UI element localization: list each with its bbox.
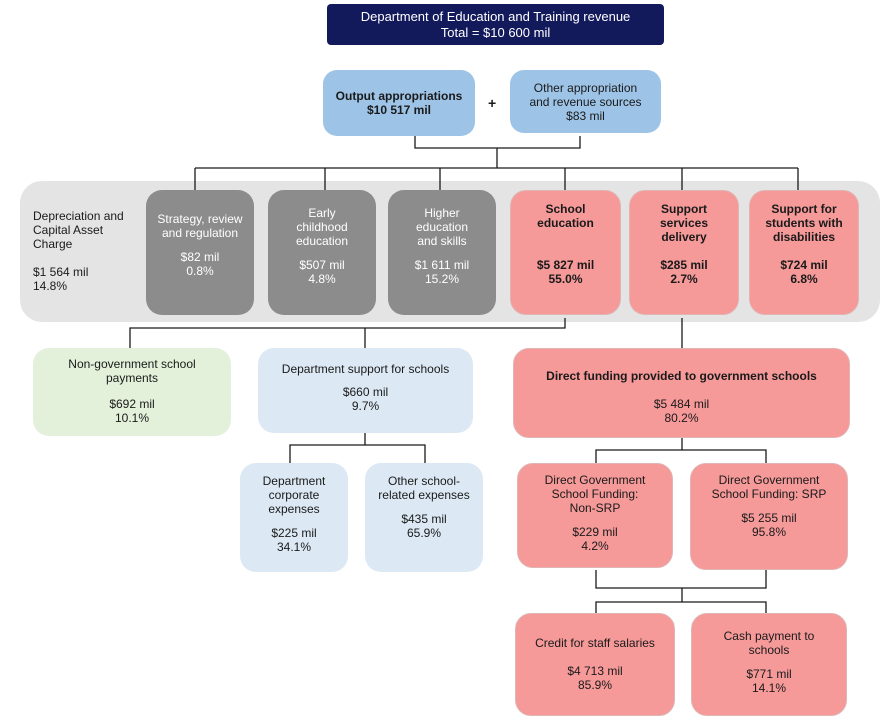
non-srp-amount: $229 mil [572, 525, 618, 539]
dept-support-amount: $660 mil [342, 385, 389, 399]
support-services-amount: $285 mil [660, 258, 708, 272]
direct-funding-box: Direct funding provided to government sc… [513, 348, 850, 438]
early-amount: $507 mil [299, 258, 345, 272]
srp-amount: $5 255 mil [741, 511, 797, 525]
output-amount: $10 517 mil [366, 103, 432, 117]
disabilities-label: Support for students with disabilities [765, 202, 843, 244]
credit-amount: $4 713 mil [567, 664, 623, 678]
higher-education-box: Higher education and skills $1 611 mil 1… [388, 190, 496, 315]
output-appropriations-box: Output appropriations $10 517 mil [323, 70, 475, 136]
srp-label: Direct Government School Funding: SRP [711, 473, 827, 501]
dept-support-pct: 9.7% [351, 399, 380, 413]
connector-revenue-sources [414, 136, 581, 149]
school-label: School education [537, 202, 594, 230]
school-amount: $5 827 mil [536, 258, 595, 272]
disabilities-amount: $724 mil [780, 258, 828, 272]
cash-payment-box: Cash payment to schools $771 mil 14.1% [691, 613, 847, 716]
higher-label: Higher education and skills [415, 206, 469, 248]
strategy-amount: $82 mil [180, 250, 220, 264]
higher-pct: 15.2% [424, 272, 460, 286]
corporate-amount: $225 mil [271, 526, 317, 540]
nongov-label: Non-government school payments [68, 357, 196, 385]
connector-salary-cash [595, 588, 767, 613]
depreciation-amount: $1 564 mil [33, 265, 89, 279]
early-pct: 4.8% [308, 272, 336, 286]
support-services-pct: 2.7% [670, 272, 698, 286]
connector-direct-funding-children [595, 438, 767, 463]
dept-support-label: Department support for schools [281, 362, 450, 376]
corporate-label: Department corporate expenses [262, 474, 326, 516]
corporate-expenses-box: Department corporate expenses $225 mil 3… [240, 463, 348, 572]
output-label: Output appropriations [335, 89, 463, 103]
connector-school-to-nongov [129, 318, 566, 348]
cash-label: Cash payment to schools [723, 629, 815, 657]
support-services-box: Support services delivery $285 mil 2.7% [629, 190, 739, 315]
disabilities-box: Support for students with disabilities $… [749, 190, 859, 315]
direct-funding-label: Direct funding provided to government sc… [546, 369, 817, 383]
school-related-expenses-box: Other school-related expenses $435 mil 6… [365, 463, 483, 572]
strategy-label: Strategy, review and regulation [157, 212, 243, 240]
other-label: Other appropriation and revenue sources [529, 80, 642, 109]
depreciation-label: Depreciation and Capital Asset Charge [33, 209, 124, 251]
school-education-box: School education $5 827 mil 55.0% [510, 190, 621, 315]
top-revenue-box: Department of Education and Training rev… [327, 4, 664, 45]
top-total: Total = $10 600 mil [440, 24, 551, 40]
plus-sign: + [488, 95, 497, 111]
direct-funding-amount: $5 484 mil [653, 397, 710, 411]
direct-funding-pct: 80.2% [664, 411, 699, 425]
higher-amount: $1 611 mil [414, 258, 470, 272]
disabilities-pct: 6.8% [790, 272, 818, 286]
strategy-box: Strategy, review and regulation $82 mil … [146, 190, 254, 315]
credit-label: Credit for staff salaries [535, 636, 655, 650]
cash-pct: 14.1% [751, 681, 787, 695]
early-childhood-box: Early childhood education $507 mil 4.8% [268, 190, 376, 315]
school-pct: 55.0% [548, 272, 583, 286]
school-related-amount: $435 mil [401, 512, 447, 526]
other-sources-box: Other appropriation and revenue sources … [510, 70, 661, 133]
corporate-pct: 34.1% [276, 540, 312, 554]
depreciation-pct: 14.8% [33, 279, 68, 293]
top-title: Department of Education and Training rev… [360, 8, 631, 24]
school-related-label: Other school-related expenses [378, 474, 470, 502]
non-srp-pct: 4.2% [581, 539, 609, 553]
nongov-pct: 10.1% [114, 411, 150, 425]
strategy-pct: 0.8% [186, 264, 214, 278]
non-srp-label: Direct Government School Funding: Non-SR… [544, 473, 646, 515]
early-label: Early childhood education [295, 206, 349, 248]
credit-salaries-box: Credit for staff salaries $4 713 mil 85.… [515, 613, 675, 716]
depreciation-text: Depreciation and Capital Asset Charge $1… [33, 209, 138, 293]
non-srp-box: Direct Government School Funding: Non-SR… [517, 463, 673, 568]
nongov-amount: $692 mil [109, 397, 155, 411]
srp-pct: 95.8% [751, 525, 787, 539]
other-amount: $83 mil [566, 108, 605, 123]
connector-funding-join [595, 570, 767, 589]
school-related-pct: 65.9% [406, 526, 442, 540]
connector-dept-support-children [289, 433, 426, 463]
srp-box: Direct Government School Funding: SRP $5… [690, 463, 848, 570]
connector-output-drops [194, 168, 799, 190]
cash-amount: $771 mil [746, 667, 792, 681]
department-support-box: Department support for schools $660 mil … [258, 348, 473, 433]
credit-pct: 85.9% [577, 678, 613, 692]
support-services-label: Support services delivery [659, 202, 709, 244]
non-government-payments-box: Non-government school payments $692 mil … [33, 348, 231, 436]
